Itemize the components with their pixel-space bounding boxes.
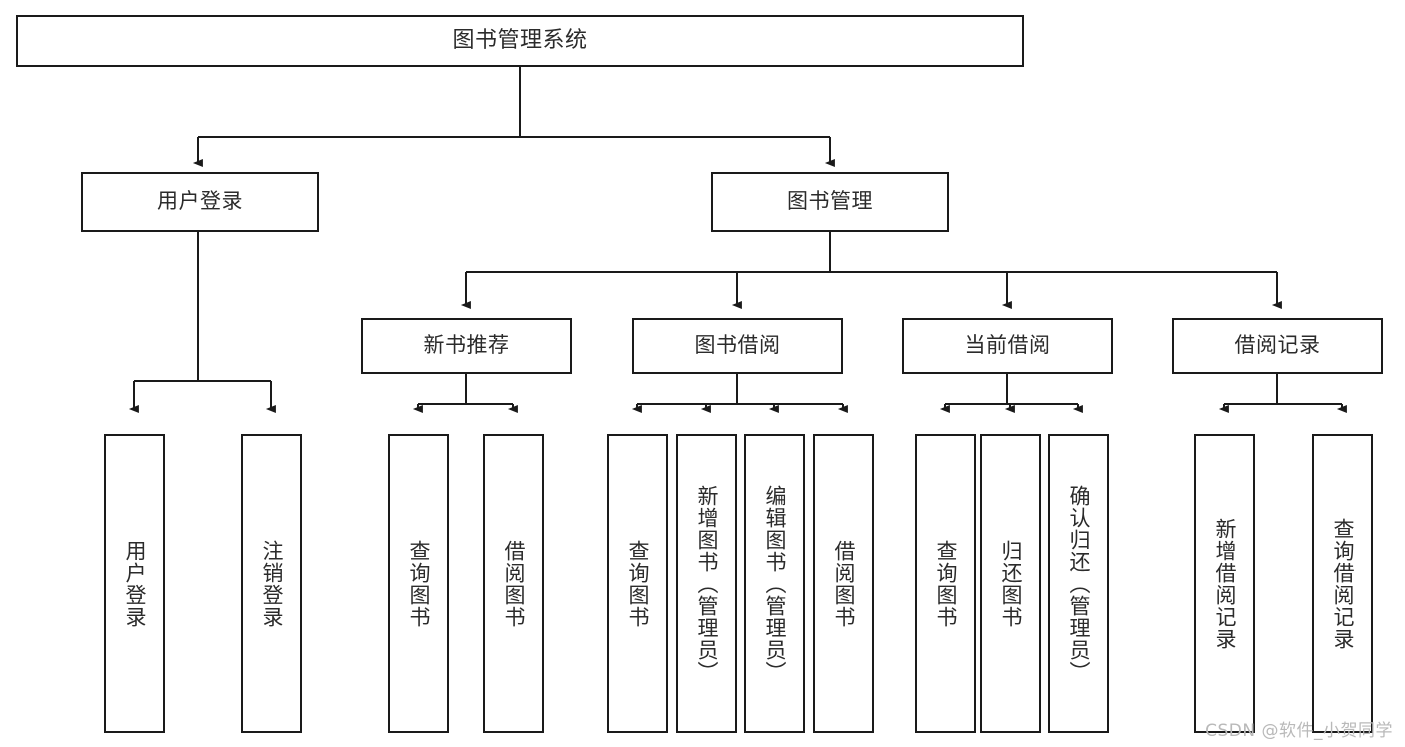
leaf-borrow-record-0[interactable]: 新增借阅记录 — [1194, 434, 1255, 733]
leaf-current-borrow-1-label: 归还图书 — [998, 539, 1023, 628]
node-user-login-label: 用户登录 — [157, 189, 243, 214]
node-new-book-recommend-label: 新书推荐 — [423, 333, 510, 358]
node-current-borrow[interactable]: 当前借阅 — [902, 318, 1113, 374]
node-book-management[interactable]: 图书管理 — [711, 172, 949, 232]
node-book-borrow[interactable]: 图书借阅 — [632, 318, 843, 374]
leaf-borrow-record-1-label: 查询借阅记录 — [1330, 517, 1355, 650]
node-user-login[interactable]: 用户登录 — [81, 172, 319, 232]
leaf-borrow-book-1[interactable]: 新增图书（管理员） — [676, 434, 737, 733]
leaf-borrow-book-3-label: 借阅图书 — [831, 539, 856, 628]
leaf-new-book-1-label: 借阅图书 — [501, 539, 526, 628]
node-borrow-record[interactable]: 借阅记录 — [1172, 318, 1383, 374]
leaf-current-borrow-2[interactable]: 确认归还（管理员） — [1048, 434, 1109, 733]
leaf-new-book-0-label: 查询图书 — [406, 539, 431, 628]
node-root-label: 图书管理系统 — [452, 27, 588, 53]
leaf-borrow-book-0[interactable]: 查询图书 — [607, 434, 668, 733]
leaf-user-login-0[interactable]: 用户登录 — [104, 434, 165, 733]
leaf-borrow-book-2[interactable]: 编辑图书（管理员） — [744, 434, 805, 733]
leaf-new-book-1[interactable]: 借阅图书 — [483, 434, 544, 733]
leaf-borrow-book-0-label: 查询图书 — [625, 539, 650, 628]
leaf-borrow-book-1-label: 新增图书（管理员） — [694, 484, 719, 683]
leaf-borrow-record-1[interactable]: 查询借阅记录 — [1312, 434, 1373, 733]
leaf-new-book-0[interactable]: 查询图书 — [388, 434, 449, 733]
node-current-borrow-label: 当前借阅 — [964, 333, 1051, 358]
node-root[interactable]: 图书管理系统 — [16, 15, 1024, 67]
leaf-current-borrow-2-label: 确认归还（管理员） — [1066, 484, 1091, 683]
leaf-borrow-record-0-label: 新增借阅记录 — [1212, 517, 1237, 650]
leaf-current-borrow-0-label: 查询图书 — [933, 539, 958, 628]
leaf-current-borrow-0[interactable]: 查询图书 — [915, 434, 976, 733]
node-new-book-recommend[interactable]: 新书推荐 — [361, 318, 572, 374]
leaf-borrow-book-3[interactable]: 借阅图书 — [813, 434, 874, 733]
node-book-management-label: 图书管理 — [787, 189, 873, 214]
leaf-user-login-1[interactable]: 注销登录 — [241, 434, 302, 733]
leaf-borrow-book-2-label: 编辑图书（管理员） — [762, 484, 787, 683]
node-borrow-record-label: 借阅记录 — [1234, 333, 1321, 358]
node-book-borrow-label: 图书借阅 — [694, 333, 781, 358]
leaf-user-login-0-label: 用户登录 — [122, 539, 147, 628]
leaf-current-borrow-1[interactable]: 归还图书 — [980, 434, 1041, 733]
leaf-user-login-1-label: 注销登录 — [259, 539, 284, 628]
